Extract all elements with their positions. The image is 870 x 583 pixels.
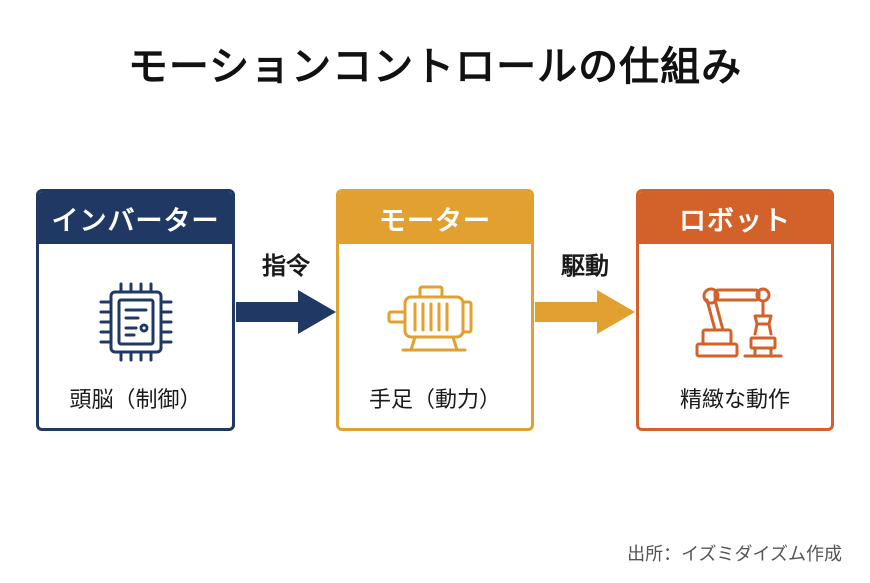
drive-arrow-label: 駆動 <box>561 252 609 280</box>
motor-box: モーター 手足（動力） <box>336 189 534 431</box>
drive-arrow-icon <box>535 290 635 334</box>
page-title: モーションコントロールの仕組み <box>127 44 743 90</box>
robot-box: ロボット 精緻な動作 <box>636 189 834 431</box>
command-arrow-label: 指令 <box>262 252 310 280</box>
inverter-box: インバーター <box>36 189 235 431</box>
microchip-icon <box>99 282 172 362</box>
electric-motor-icon <box>387 285 473 352</box>
robot-header: ロボット <box>639 192 831 244</box>
inverter-caption: 頭脳（制御） <box>69 388 202 413</box>
command-arrow-icon <box>236 290 336 334</box>
robot-caption: 精緻な動作 <box>679 388 790 413</box>
motor-caption: 手足（動力） <box>368 388 501 413</box>
inverter-header: インバーター <box>39 192 232 244</box>
motor-header: モーター <box>339 192 531 244</box>
source-credit: 出所：イズミダイズム作成 <box>627 544 842 564</box>
robot-arm-icon <box>695 287 783 358</box>
